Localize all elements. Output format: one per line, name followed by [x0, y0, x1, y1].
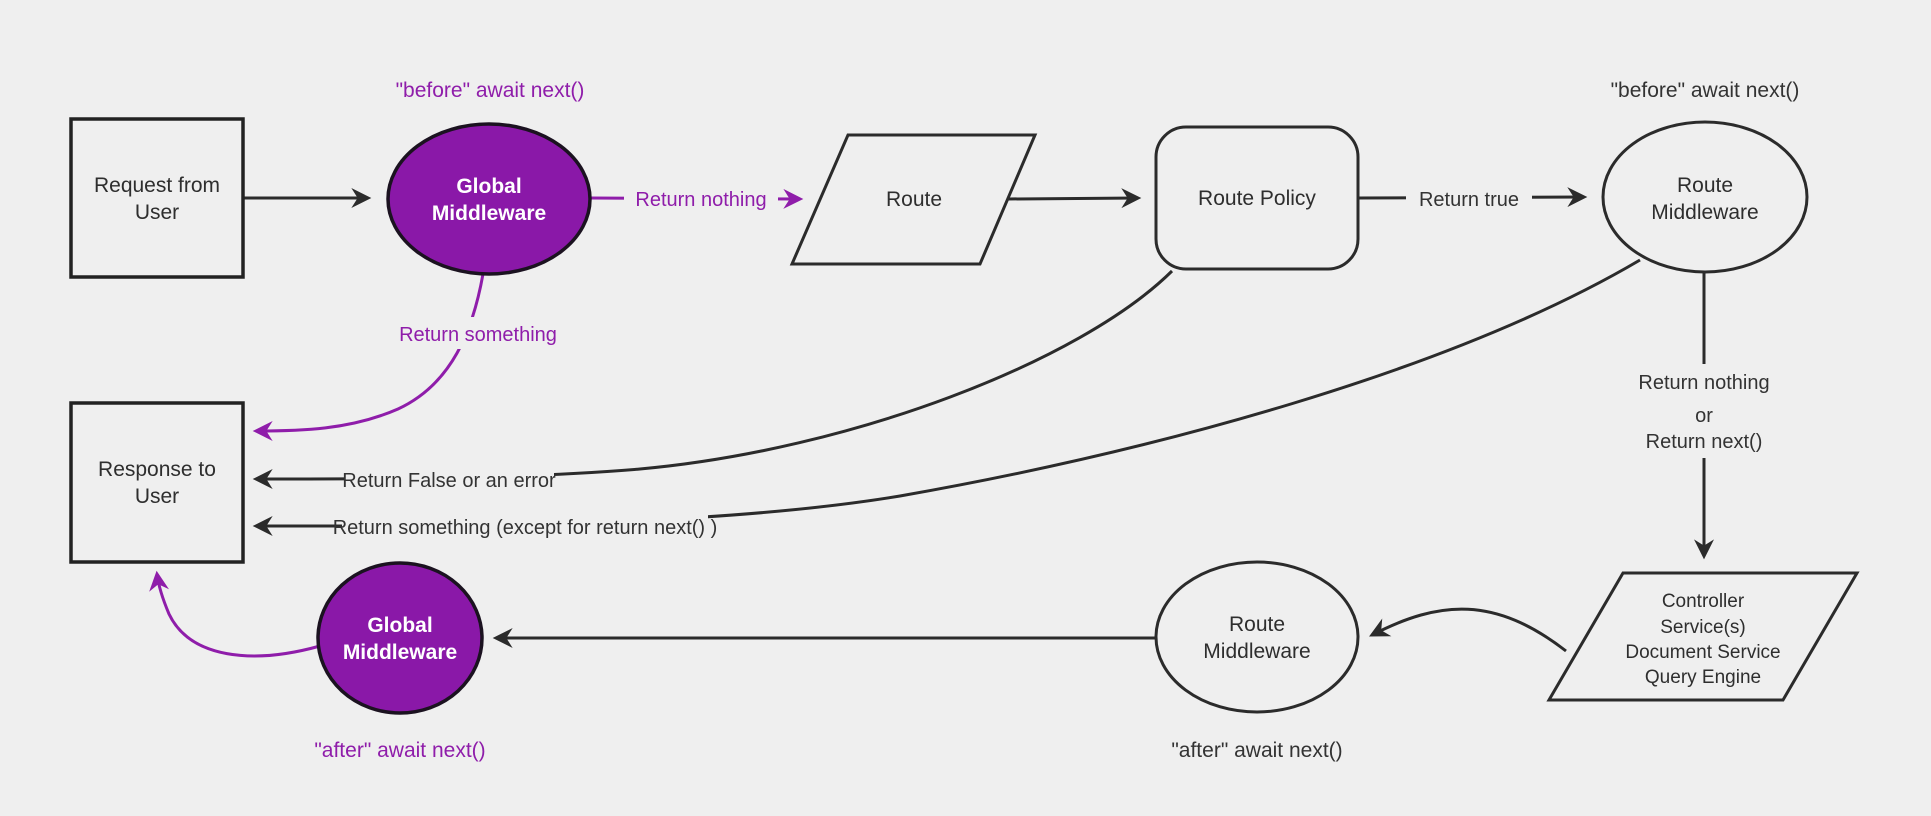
- edge-global-middleware-bottom-to-response: [149, 570, 321, 658]
- svg-text:Request from: Request from: [94, 174, 220, 197]
- node-route-policy: Route Policy: [1154, 125, 1360, 271]
- svg-text:Route: Route: [1677, 174, 1733, 197]
- svg-text:Service(s): Service(s): [1660, 617, 1746, 638]
- edge-label-return-false: Return False or an error: [342, 464, 556, 495]
- svg-text:Return something (except for r: Return something (except for return next…: [333, 517, 718, 539]
- svg-text:Return nothing: Return nothing: [635, 189, 766, 211]
- svg-text:Middleware: Middleware: [1651, 201, 1758, 224]
- edge-controller-to-route-middleware-bottom: [1369, 607, 1567, 653]
- node-global-middleware-bottom: Global Middleware: [316, 561, 484, 715]
- label-backing: [1618, 364, 1790, 458]
- edge-label-return-something-except: Return something (except for return next…: [333, 511, 718, 542]
- edge-label-return-true: Return true: [1406, 183, 1532, 213]
- svg-text:Route: Route: [886, 188, 942, 211]
- svg-text:Return nothing: Return nothing: [1638, 372, 1769, 394]
- svg-text:Middleware: Middleware: [1203, 640, 1310, 663]
- annotation-after-await-right: "after" await next(): [1171, 739, 1342, 762]
- svg-text:Query Engine: Query Engine: [1645, 667, 1761, 688]
- svg-text:Controller: Controller: [1662, 591, 1745, 612]
- svg-text:Route Policy: Route Policy: [1198, 187, 1316, 210]
- svg-text:Return next(): Return next(): [1646, 431, 1763, 453]
- svg-text:Middleware: Middleware: [432, 202, 546, 225]
- edge-global-middleware-to-response: [252, 273, 485, 441]
- node-route: Route: [789, 133, 1038, 266]
- edge-route-policy-to-response: [252, 269, 1174, 489]
- svg-text:Route: Route: [1229, 613, 1285, 636]
- svg-text:or: or: [1695, 405, 1713, 427]
- node-request-from-user: Request from User: [69, 117, 245, 279]
- response-box: [69, 401, 245, 564]
- svg-text:Return False or an error: Return False or an error: [342, 470, 556, 492]
- svg-text:Return something: Return something: [399, 324, 557, 346]
- svg-text:Global: Global: [456, 175, 521, 198]
- annotation-before-await-right: "before" await next(): [1611, 79, 1800, 102]
- request-box: [69, 117, 245, 279]
- node-route-middleware-bottom: Route Middleware: [1154, 560, 1360, 714]
- edge-label-return-something: Return something: [381, 317, 575, 349]
- svg-text:Document Service: Document Service: [1625, 642, 1780, 663]
- edge-label-return-nothing-or-next: Return nothing or Return next(): [1618, 364, 1790, 458]
- label-backing: [344, 464, 554, 495]
- svg-text:User: User: [135, 201, 179, 224]
- edge-route-to-route-policy: [1007, 188, 1142, 209]
- annotation-after-await-left: "after" await next(): [314, 739, 485, 762]
- svg-text:Response to: Response to: [98, 458, 216, 481]
- label-backing: [624, 184, 778, 214]
- edge-label-return-nothing: Return nothing: [624, 184, 778, 214]
- label-backing: [1406, 183, 1532, 213]
- label-backing: [342, 511, 708, 542]
- global-middleware-bottom-ellipse: [316, 561, 484, 715]
- route-parallelogram: [789, 133, 1038, 266]
- svg-text:User: User: [135, 485, 179, 508]
- route-policy-box: [1154, 125, 1360, 271]
- label-backing: [381, 317, 575, 349]
- annotation-before-await-left: "before" await next(): [396, 79, 585, 102]
- node-response-to-user: Response to User: [69, 401, 245, 564]
- node-controller-services: Controller Service(s) Document Service Q…: [1546, 571, 1860, 702]
- node-route-middleware-top: Route Middleware: [1601, 120, 1809, 274]
- svg-text:Middleware: Middleware: [343, 641, 457, 664]
- global-middleware-ellipse: [386, 122, 592, 276]
- controller-parallelogram: [1546, 571, 1860, 702]
- route-middleware-ellipse: [1601, 120, 1809, 274]
- svg-text:Global: Global: [367, 614, 432, 637]
- svg-text:Return true: Return true: [1419, 189, 1519, 211]
- node-global-middleware-top: Global Middleware: [386, 122, 592, 276]
- route-middleware-bottom-ellipse: [1154, 560, 1360, 714]
